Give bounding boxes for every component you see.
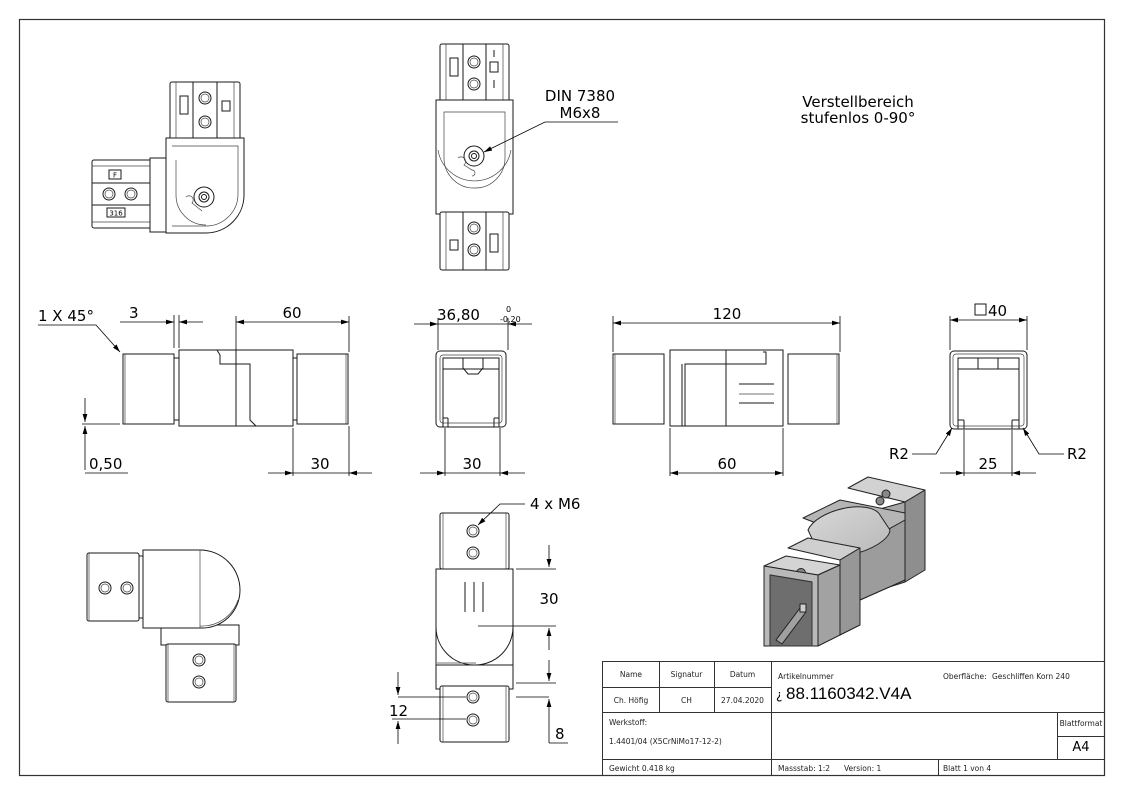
adjustment-range-label: Verstellbereich [802, 93, 914, 111]
bottom-view-dimensions: 4 x M6 30 12 8 [389, 495, 580, 744]
gap-dimension: 3 [129, 304, 139, 322]
surface-label: Oberfläche: [943, 672, 987, 681]
width-36-80-dimension: 36,80 [437, 306, 480, 324]
end-view-slot-dimensions: 36,80 0 -0,20 30 [414, 305, 532, 476]
weight-value: Gewicht 0.418 kg [609, 764, 675, 773]
drawing-frame [18, 18, 1106, 777]
tolerance-lower: -0,20 [500, 315, 521, 324]
signature-header: Signatur [670, 670, 703, 679]
end-view-square [949, 350, 1028, 430]
sheet-format-value: A4 [1072, 740, 1090, 755]
side-view [122, 349, 349, 427]
date-header: Datum [729, 670, 756, 679]
article-prefix: ¿ [776, 688, 783, 702]
total-length-120-dimension: 120 [713, 305, 742, 323]
isometric-view [763, 476, 926, 647]
length-60-dimension: 60 [282, 304, 301, 322]
article-number: 88.1160342.V4A [786, 684, 912, 703]
center-60-dimension: 60 [717, 455, 736, 473]
end-view-slot [435, 350, 507, 428]
adjustment-range-value: stufenlos 0-90° [801, 109, 916, 127]
radius-right-dimension: R2 [1067, 445, 1087, 463]
offset-dimension: 0,50 [89, 455, 122, 473]
top-view-angled: 316 F [91, 81, 245, 234]
radius-left-dimension: R2 [889, 445, 909, 463]
slot-30-dimension: 30 [462, 455, 481, 473]
square-40-dimension: 40 [988, 302, 1007, 320]
end-view-square-dimensions: 40 R2 R2 25 [889, 302, 1087, 476]
title-block: Name Signatur Datum Ch. Höfig CH 27.04.2… [602, 661, 1105, 776]
material-stamp: 316 [109, 210, 123, 218]
date-value: 27.04.2020 [721, 696, 764, 705]
material-value: 1.4401/04 (X5CrNiMo17-12-2) [609, 737, 722, 746]
name-value: Ch. Höfig [613, 696, 649, 705]
slot-25-dimension: 25 [978, 455, 997, 473]
bottom-view-angled [86, 549, 241, 703]
hole-spacing-12-dimension: 12 [389, 702, 408, 720]
edge-8-dimension: 8 [555, 725, 565, 743]
pivot-30-dimension: 30 [539, 590, 558, 608]
side-view-dimensions: 1 X 45° 3 60 0,50 30 [38, 304, 372, 476]
scale-value: Massstab: 1:2 [778, 764, 831, 773]
sheet-number-value: Blatt 1 von 4 [943, 764, 992, 773]
version-value: Version: 1 [844, 764, 882, 773]
holes-spec-label: 4 x M6 [530, 495, 580, 513]
chamfer-dimension: 1 X 45° [38, 307, 94, 325]
screw-spec-label: DIN 7380 [545, 87, 615, 105]
side-view-long [612, 349, 840, 427]
material-label: Werkstoff: [609, 718, 648, 727]
top-view-straight: DIN 7380 M6x8 [435, 43, 618, 271]
article-number-label: Artikelnummer [778, 672, 834, 681]
end-length-30-dimension: 30 [310, 455, 329, 473]
signature-value: CH [681, 696, 692, 705]
surface-value: Geschliffen Korn 240 [992, 672, 1070, 681]
screw-size-label: M6x8 [560, 104, 601, 122]
tolerance-upper: 0 [506, 305, 511, 314]
side-view-long-dimensions: 120 60 [612, 305, 841, 476]
sheet-format-label: Blattformat [1059, 719, 1103, 728]
f-stamp: F [113, 172, 117, 180]
name-header: Name [619, 670, 643, 679]
bottom-view-straight [435, 512, 514, 743]
square-symbol-icon [974, 303, 987, 316]
